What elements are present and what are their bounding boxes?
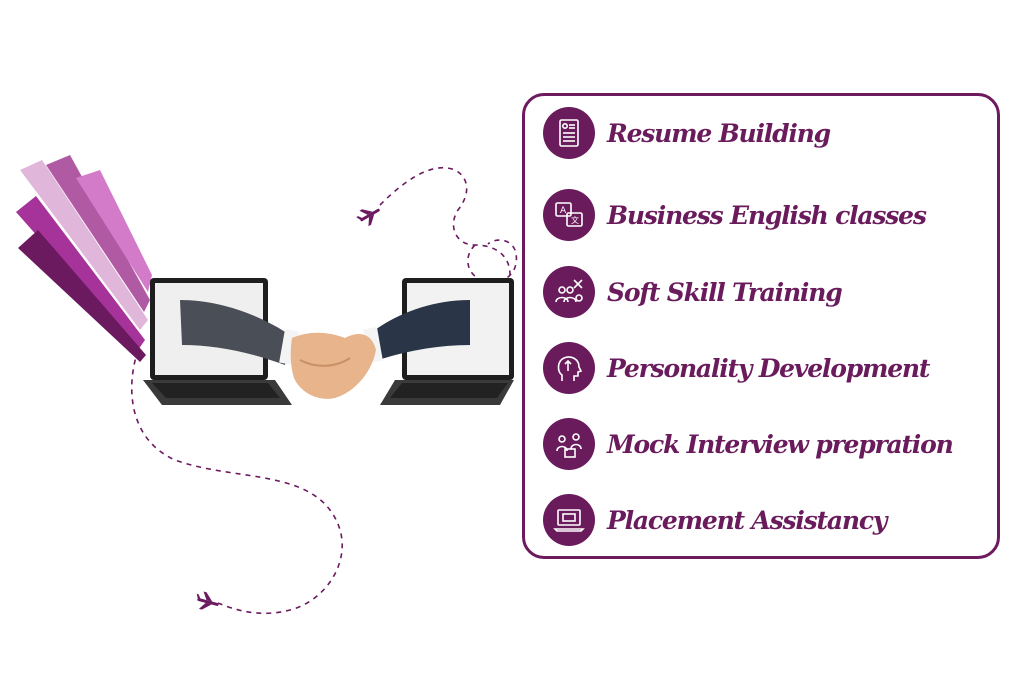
team-tools-icon: [543, 266, 595, 318]
airplane-icon: [196, 591, 219, 610]
airplane-icon: [356, 208, 380, 227]
svg-text:A: A: [560, 206, 567, 216]
service-label: Placement Assistancy: [607, 505, 887, 535]
service-item-soft-skill: Soft Skill Training: [543, 266, 843, 318]
service-item-business-english: A 文 Business English classes: [543, 189, 927, 241]
handshake: [180, 300, 470, 399]
service-label: Personality Development: [607, 353, 930, 383]
interview-icon: [543, 418, 595, 470]
service-item-personality: Personality Development: [543, 342, 930, 394]
svg-text:文: 文: [571, 215, 579, 225]
services-panel: Resume Building A 文 Business English cla…: [522, 93, 1000, 559]
service-label: Business English classes: [607, 200, 927, 230]
service-label: Mock Interview prepration: [607, 429, 954, 459]
language-icon: A 文: [543, 189, 595, 241]
decorative-stripes: [16, 155, 152, 362]
head-growth-icon: [543, 342, 595, 394]
service-item-resume-building: Resume Building: [543, 107, 831, 159]
laptop-icon: [543, 494, 595, 546]
service-item-placement: Placement Assistancy: [543, 494, 887, 546]
dashed-flight-path: [131, 167, 518, 615]
service-label: Resume Building: [607, 118, 831, 148]
resume-icon: [543, 107, 595, 159]
service-item-mock-interview: Mock Interview prepration: [543, 418, 954, 470]
service-label: Soft Skill Training: [607, 277, 843, 307]
